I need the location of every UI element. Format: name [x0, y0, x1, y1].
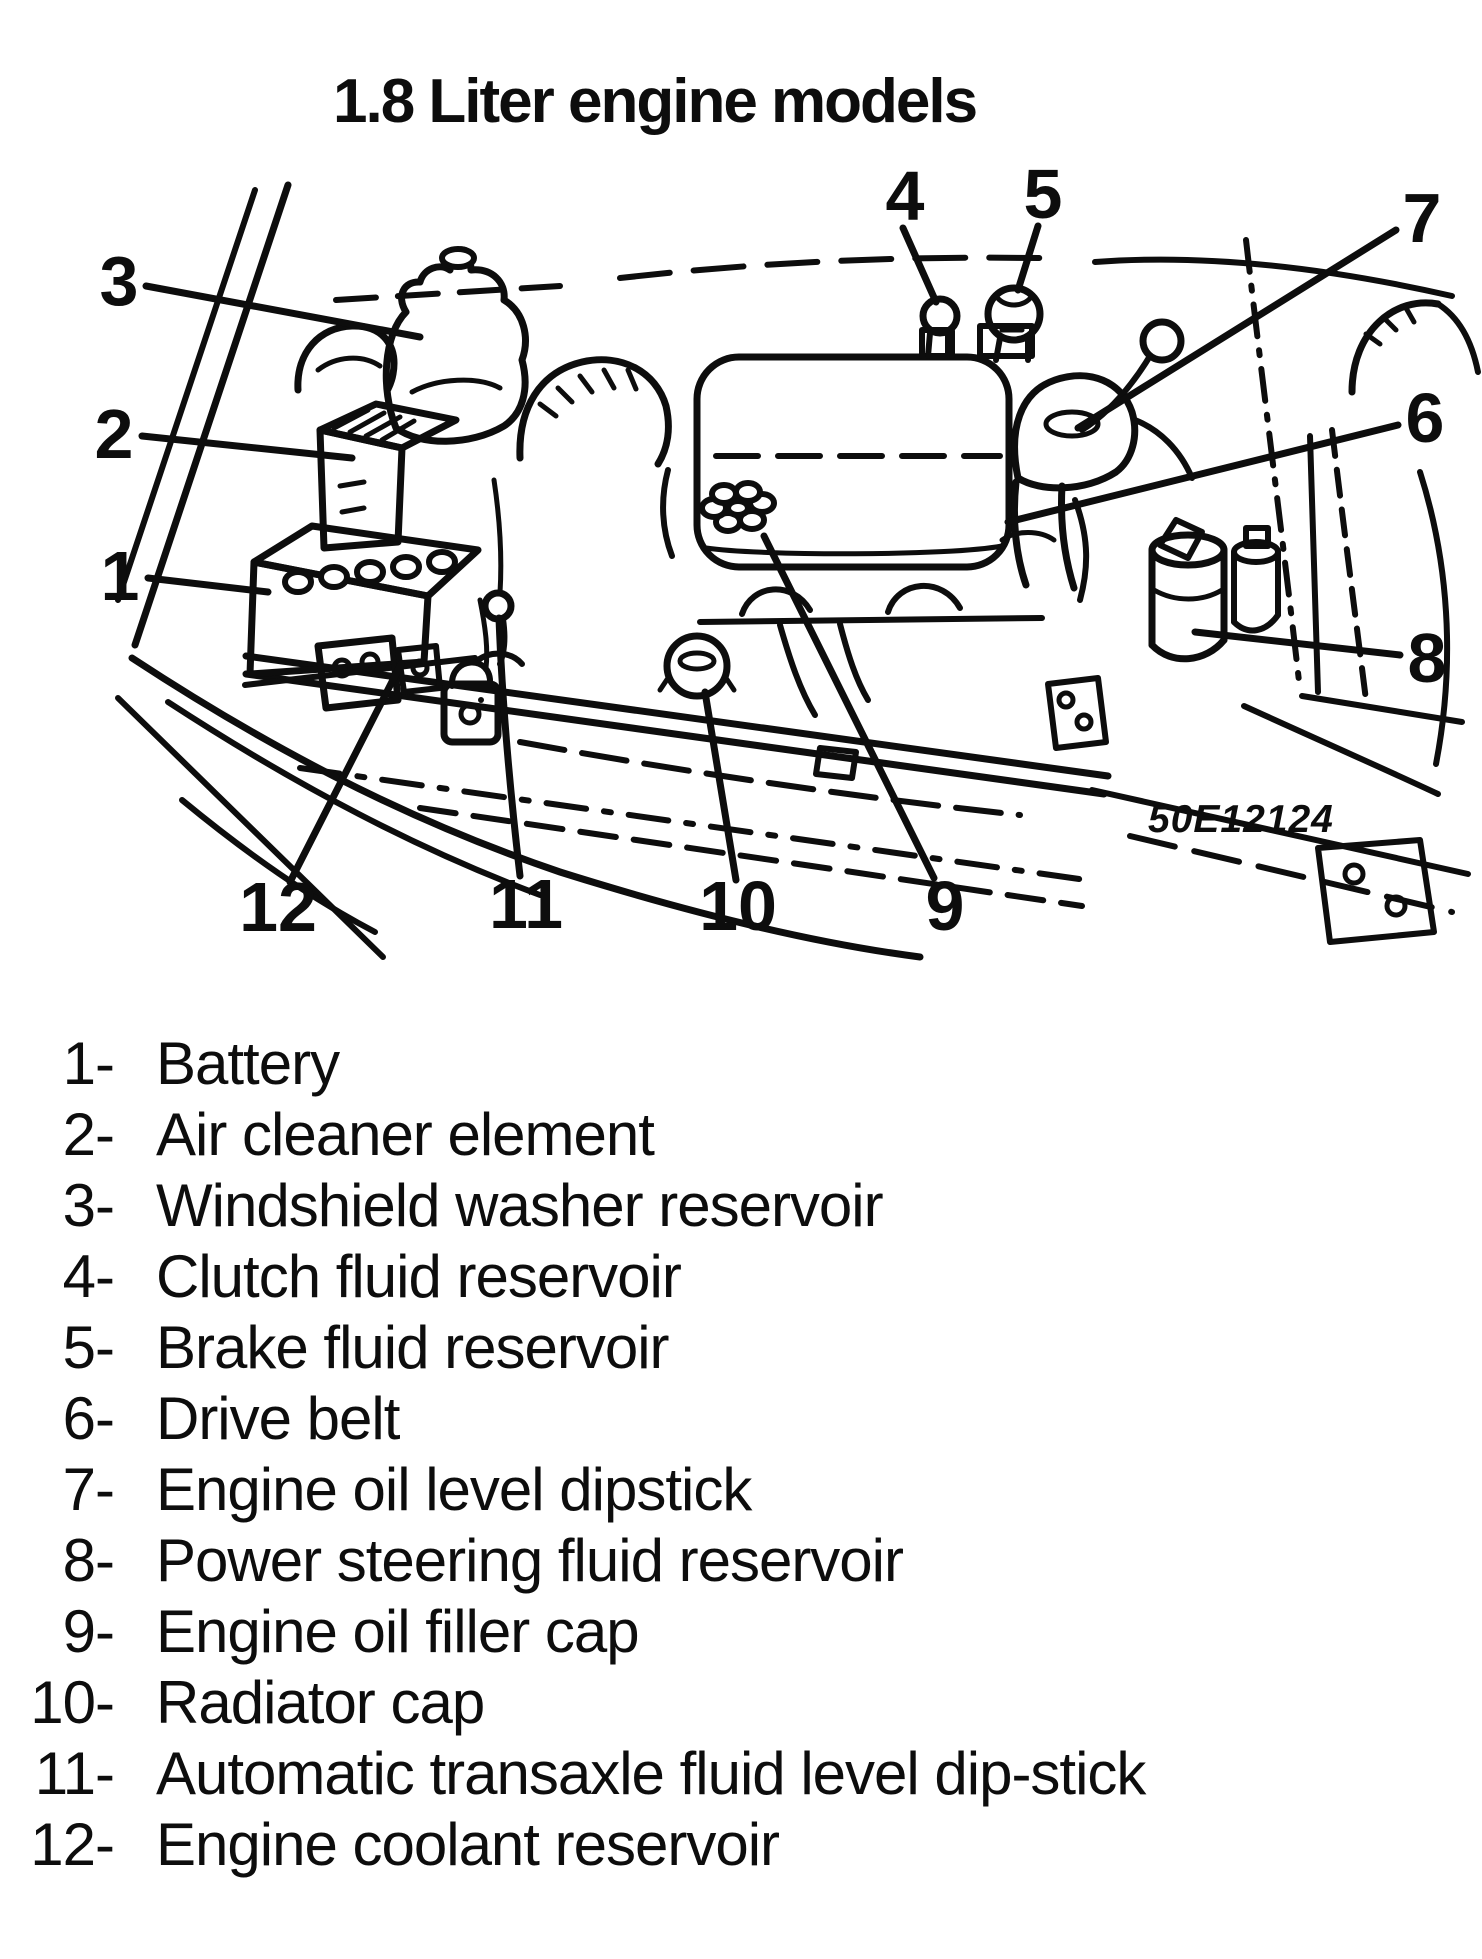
- legend-item-number: 8-: [62, 1527, 115, 1594]
- engine-coolant-reservoir-bracket: [314, 634, 443, 712]
- legend-item-number: 12-: [30, 1811, 115, 1878]
- legend-item: 2- Air cleaner element: [0, 1099, 1482, 1170]
- legend-item-label: Drive belt: [156, 1385, 400, 1452]
- callout-number-8: 8: [1408, 619, 1447, 697]
- callout-number-12: 12: [239, 868, 317, 946]
- legend-item-label: Radiator cap: [156, 1669, 485, 1736]
- legend-item-number: 11-: [34, 1740, 115, 1807]
- legend-item-label: Power steering fluid reservoir: [156, 1527, 904, 1594]
- legend-item: 11- Automatic transaxle fluid level dip-…: [0, 1738, 1482, 1809]
- intake-duct: [516, 356, 675, 559]
- leader-line-4: [899, 224, 940, 306]
- engine-oil-filler-cap: [699, 480, 777, 534]
- legend-item: 7- Engine oil level dipstick: [0, 1454, 1482, 1525]
- leader-line-12: [286, 660, 405, 886]
- legend-item-label: Engine oil filler cap: [156, 1598, 640, 1665]
- legend-item-number: 5-: [62, 1314, 115, 1381]
- legend-item-label: Engine coolant reservoir: [156, 1811, 780, 1878]
- engine-cover: [693, 323, 1045, 718]
- legend-item-number: 3-: [62, 1172, 115, 1239]
- callout-number-7: 7: [1403, 179, 1442, 257]
- legend-item-number: 9-: [62, 1598, 115, 1665]
- hood-latch: [440, 659, 502, 746]
- drive-belt: [999, 372, 1195, 603]
- leader-line-10: [701, 688, 740, 884]
- figure-code: 50E12124: [1148, 798, 1334, 841]
- figure-title: 1.8 Liter engine models: [333, 67, 978, 136]
- leader-line-1: [144, 574, 272, 596]
- legend-item: 9- Engine oil filler cap: [0, 1596, 1482, 1667]
- legend: 1- Battery 2- Air cleaner element 3- Win…: [0, 1028, 1482, 1880]
- air-cleaner-element: [316, 400, 460, 552]
- engine-bay-diagram: 3 2 1 4 5 7 6 8 12 11 10 9: [95, 155, 1481, 961]
- legend-item-number: 10-: [30, 1669, 115, 1736]
- legend-item-label: Battery: [156, 1030, 340, 1097]
- callout-number-3: 3: [100, 242, 139, 320]
- legend-item: 5- Brake fluid reservoir: [0, 1312, 1482, 1383]
- leader-line-6: [1004, 421, 1402, 526]
- legend-item-label: Engine oil level dipstick: [156, 1456, 752, 1523]
- callout-number-1: 1: [101, 537, 140, 615]
- callout-number-5: 5: [1024, 155, 1063, 233]
- callout-number-6: 6: [1406, 379, 1445, 457]
- callout-number-4: 4: [886, 157, 925, 235]
- callout-number-2: 2: [95, 395, 134, 473]
- leader-line-11: [495, 614, 524, 880]
- leader-line-8: [1191, 628, 1404, 659]
- callout-number-10: 10: [699, 867, 777, 945]
- legend-item-label: Brake fluid reservoir: [156, 1314, 670, 1381]
- power-steering-fluid-reservoir: [1148, 517, 1281, 663]
- callout-number-9: 9: [926, 867, 965, 945]
- callout-number-11: 11: [489, 865, 563, 943]
- leader-line-9: [760, 532, 938, 882]
- legend-item-label: Windshield washer reservoir: [156, 1172, 884, 1239]
- legend-item-number: 6-: [62, 1385, 115, 1452]
- legend-item: 3- Windshield washer reservoir: [0, 1170, 1482, 1241]
- callout-numbers: 3 2 1 4 5 7 6 8 12 11 10 9: [95, 155, 1447, 946]
- legend-item: 6- Drive belt: [0, 1383, 1482, 1454]
- legend-item: 10- Radiator cap: [0, 1667, 1482, 1738]
- clutch-fluid-reservoir-cap: [919, 295, 961, 359]
- leader-line-5: [1014, 222, 1042, 294]
- legend-item-number: 1-: [62, 1030, 115, 1097]
- legend-item: 4- Clutch fluid reservoir: [0, 1241, 1482, 1312]
- brake-fluid-reservoir-cap: [984, 284, 1044, 363]
- legend-item-number: 4-: [62, 1243, 115, 1310]
- legend-item-number: 7-: [62, 1456, 115, 1523]
- legend-item: 12- Engine coolant reservoir: [0, 1809, 1482, 1880]
- leader-line-3: [142, 282, 424, 341]
- legend-item-label: Automatic transaxle fluid level dip-stic…: [156, 1740, 1146, 1807]
- legend-item: 8- Power steering fluid reservoir: [0, 1525, 1482, 1596]
- legend-item-label: Air cleaner element: [156, 1101, 655, 1168]
- legend-item-label: Clutch fluid reservoir: [156, 1243, 682, 1310]
- legend-item-number: 2-: [62, 1101, 115, 1168]
- radiator-cap: [657, 632, 737, 700]
- leader-lines: [138, 222, 1404, 886]
- leader-line-7: [1074, 226, 1400, 432]
- hood-and-body-lines: [115, 181, 1481, 767]
- leader-line-2: [138, 432, 356, 462]
- legend-item: 1- Battery: [0, 1028, 1482, 1099]
